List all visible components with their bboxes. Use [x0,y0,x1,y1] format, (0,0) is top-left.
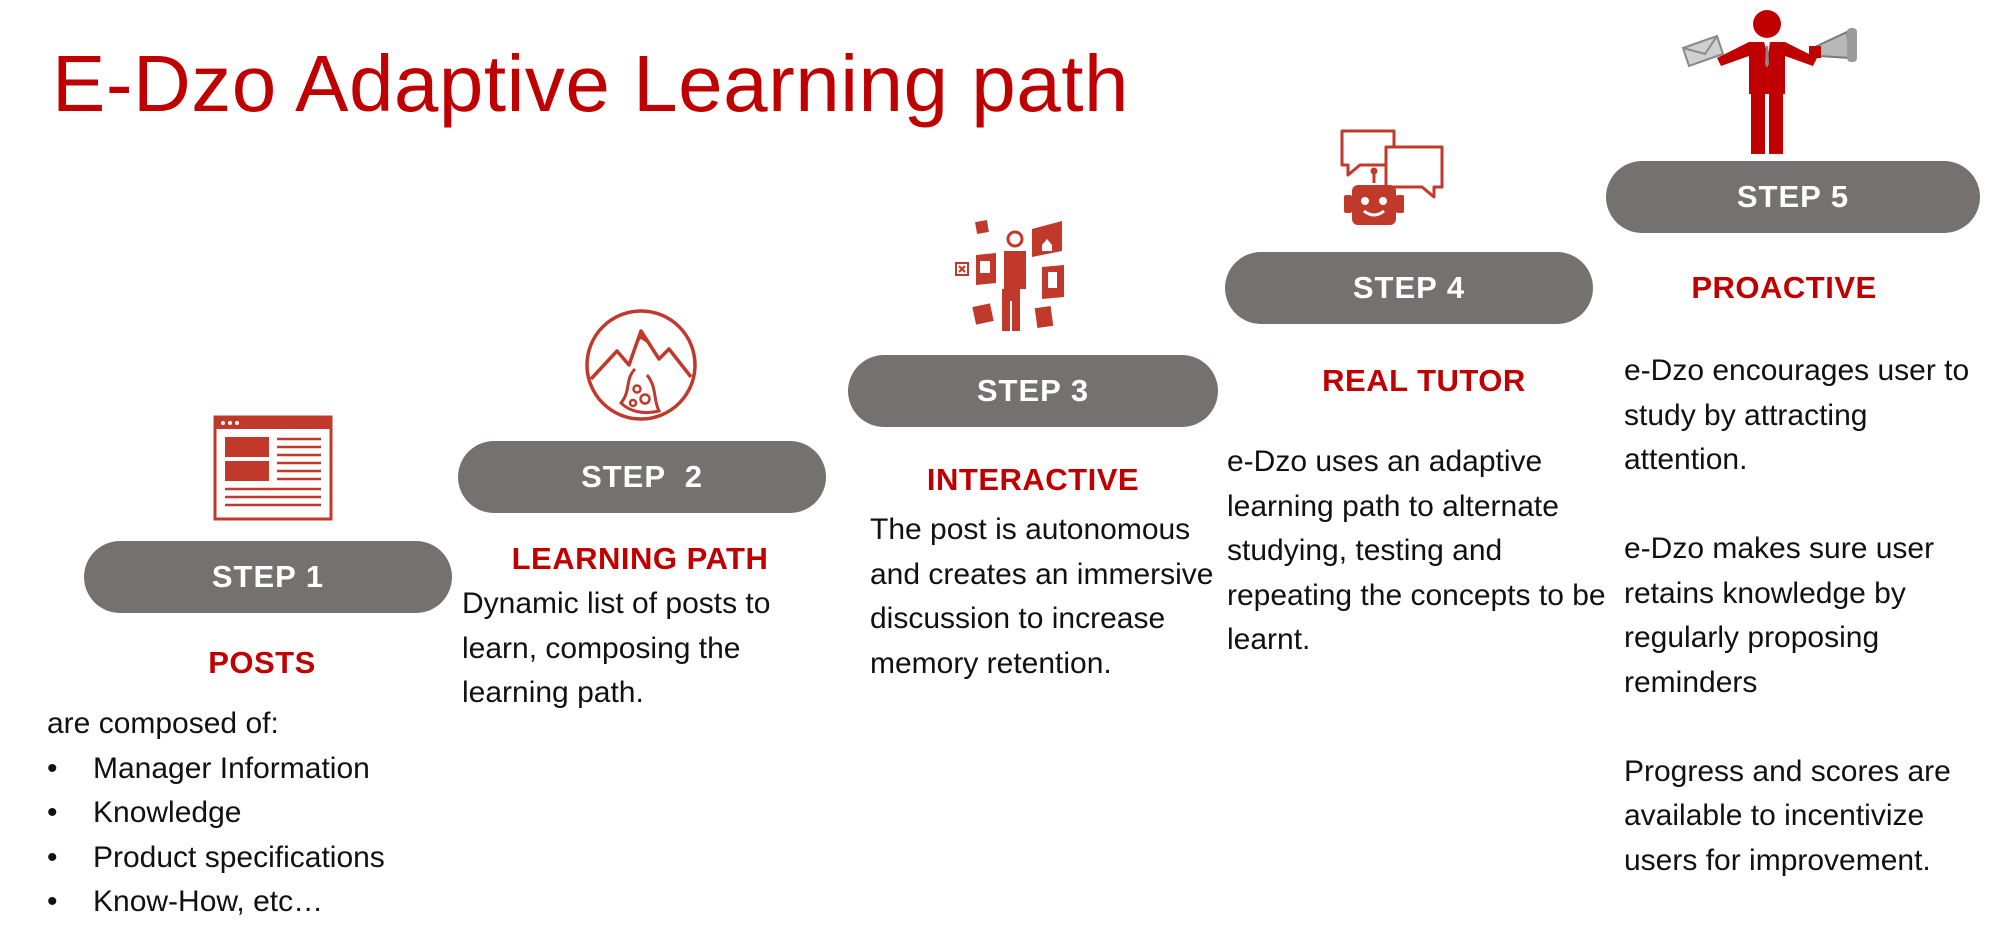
list-item: Manager Information [47,747,467,792]
list-item: Knowledge [47,791,467,836]
list-item: Product specifications [47,836,467,881]
step-5-paragraph: e-Dzo encourages user to study by attrac… [1624,354,1970,476]
step-2-heading: LEARNING PATH [511,541,769,576]
webpage-icon [213,415,333,526]
step-1-body: are composed of: Manager Information Kno… [47,702,467,925]
step-4-heading: REAL TUTOR [1322,363,1526,398]
chatbot-icon [1338,125,1448,238]
step-3-body: The post is autonomous and creates an im… [870,513,1214,680]
step-1-bullet-list: Manager Information Knowledge Product sp… [47,747,467,925]
step-5-pill: STEP 5 [1606,161,1980,233]
step-2-pill: STEP 2 [458,441,826,513]
list-item: Know-How, etc… [47,880,467,925]
step-1-intro: are composed of: [47,707,279,740]
step-4-body: e-Dzo uses an adaptive learning path to … [1227,445,1606,656]
step-5-paragraph: Progress and scores are available to inc… [1624,754,1951,877]
step-3-heading: INTERACTIVE [926,462,1140,497]
step-2-body: Dynamic list of posts to learn, composin… [462,587,771,709]
step-5-body: e-Dzo encourages user to study by attrac… [1624,349,1996,883]
step-1-pill: STEP 1 [84,541,452,613]
step-1-heading: POSTS [208,645,316,680]
mountain-path-icon [583,307,699,428]
step-5-paragraph: e-Dzo makes sure user retains knowledge … [1624,532,1935,699]
step-5-heading: PROACTIVE [1691,270,1877,305]
page-title: E-Dzo Adaptive Learning path [52,39,1129,128]
step-4-pill: STEP 4 [1225,252,1593,324]
immersive-person-icon [952,217,1078,340]
businessman-megaphone-icon [1667,8,1867,163]
step-3-pill: STEP 3 [848,355,1218,427]
